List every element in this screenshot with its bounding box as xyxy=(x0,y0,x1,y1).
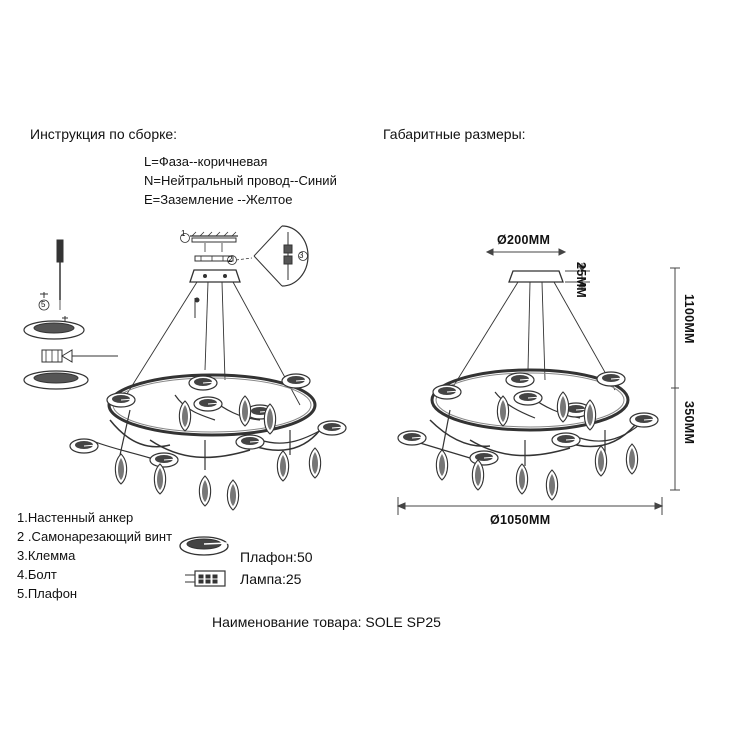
shade-count: Плафон:50 xyxy=(240,549,313,565)
ceiling-mount-detail xyxy=(180,231,253,265)
canopy-diameter-label: Ø200MM xyxy=(497,233,551,247)
assembly-parts-illustration xyxy=(23,239,118,390)
assembly-heading: Инструкция по сборке: xyxy=(30,126,178,142)
wiring-ground: E=Заземление --Желтое xyxy=(144,192,293,207)
canopy-height-label: 25MM xyxy=(574,262,588,298)
parts-list: 1.Настенный анкер 2 .Самонарезающий винт… xyxy=(17,508,172,603)
overall-diameter-label: Ø1050MM xyxy=(490,513,551,527)
dimension-chandelier xyxy=(409,270,646,466)
body-height-label: 350MM xyxy=(682,401,696,445)
part-screw: 2 .Самонарезающий винт xyxy=(17,529,173,544)
product-name: Наименование товара: SOLE SP25 xyxy=(212,614,441,630)
callout-5: 5 xyxy=(41,300,46,309)
callout-2: 2 xyxy=(228,255,233,264)
part-shade: 5.Плафон xyxy=(17,586,78,601)
wiring-phase: L=Фаза--коричневая xyxy=(144,154,268,169)
terminal-detail xyxy=(253,225,309,287)
lamp-legend-icon xyxy=(185,570,226,587)
total-height-label: 1100MM xyxy=(682,294,696,344)
assembly-shades xyxy=(69,373,347,511)
callout-3: 3 xyxy=(299,251,304,260)
dimensions-heading: Габаритные размеры: xyxy=(383,126,526,142)
part-terminal: 3.Клемма xyxy=(17,548,76,563)
dimension-lines xyxy=(396,248,680,515)
shade-legend-icon xyxy=(179,536,229,556)
callout-1: 1 xyxy=(181,229,186,238)
lamp-count: Лампа:25 xyxy=(240,571,302,587)
assembly-chandelier xyxy=(89,269,331,470)
wiring-legend: L=Фаза--коричневая N=Нейтральный провод-… xyxy=(144,152,337,209)
part-bolt: 4.Болт xyxy=(17,567,57,582)
wiring-neutral: N=Нейтральный провод--Синий xyxy=(144,173,337,188)
part-anchor: 1.Настенный анкер xyxy=(17,510,134,525)
